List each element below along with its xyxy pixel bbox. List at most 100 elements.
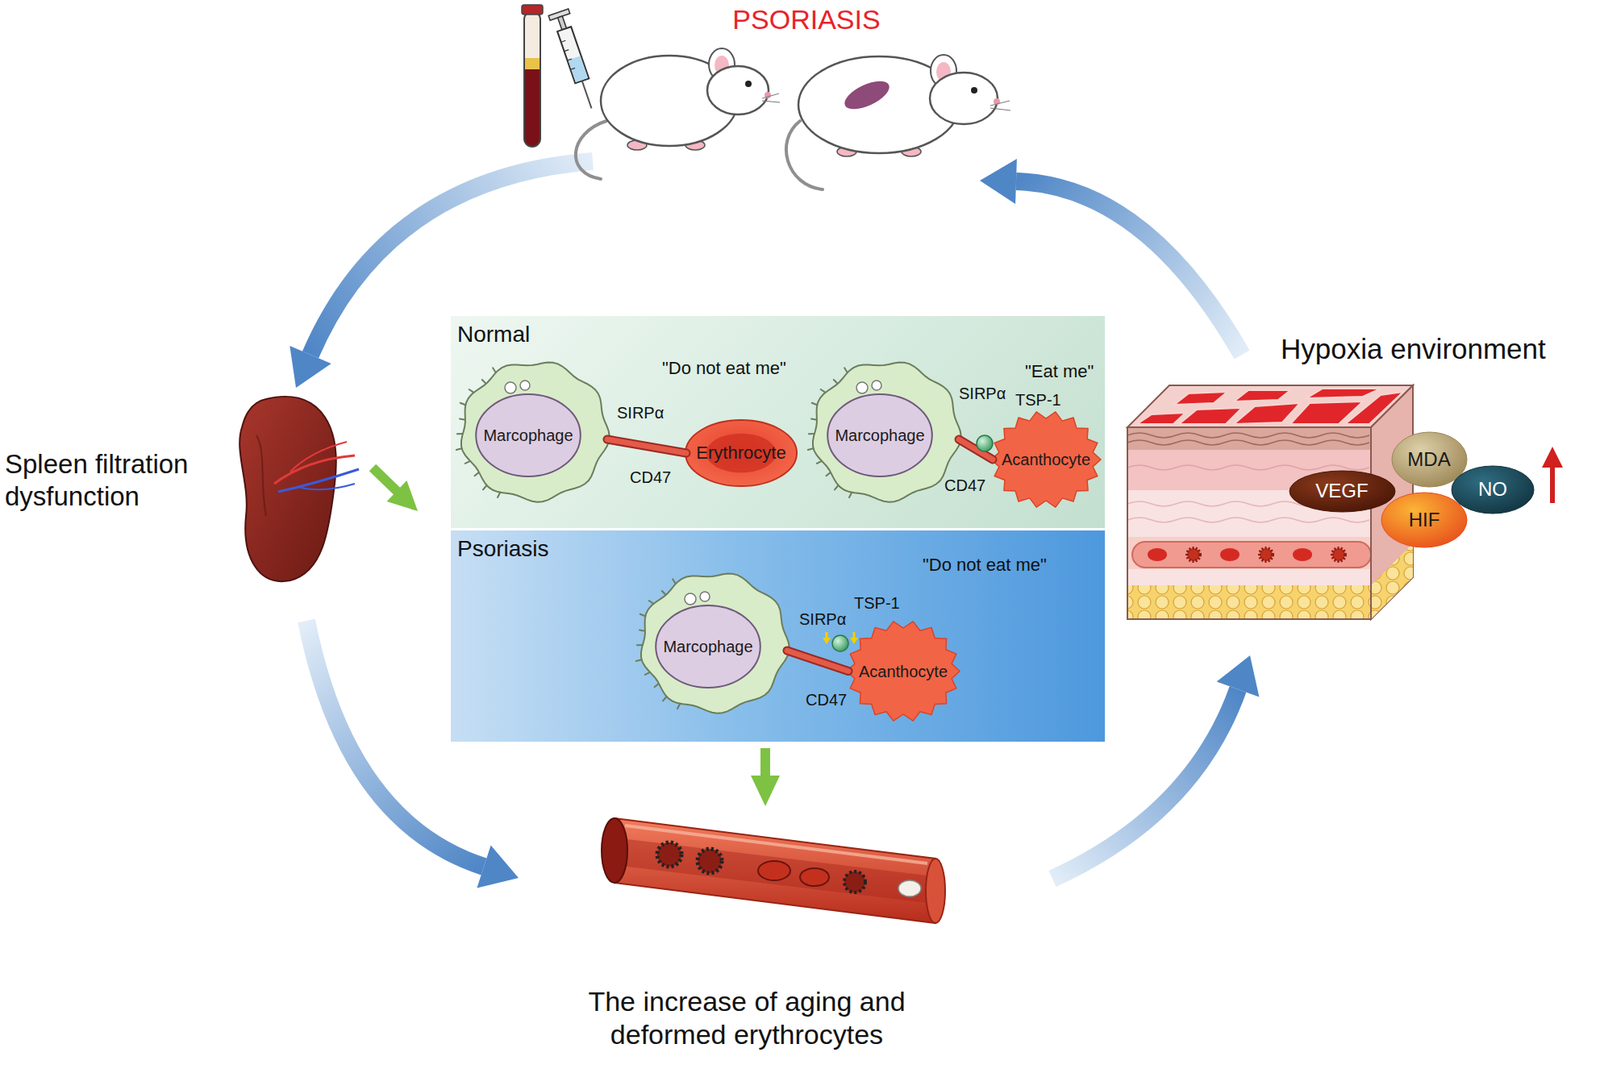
syringe [566, 58, 572, 61]
skin-block [1127, 427, 1371, 620]
label-holder: "Do not eat me" [662, 358, 787, 380]
cell-body [685, 420, 797, 487]
cell-label: Acanthocyte [858, 662, 948, 682]
mouse [707, 66, 769, 115]
receptor-rod [958, 439, 993, 460]
blood-vessel [758, 861, 791, 881]
label-holder: PSORIASIS [732, 3, 880, 37]
syringe [557, 26, 589, 84]
diagram-title: PSORIASIS [732, 3, 880, 37]
pseudopod [460, 403, 467, 406]
blood-vessel [844, 871, 866, 893]
cell-label: HIF [1408, 508, 1441, 533]
spleen [256, 435, 267, 517]
acanthocyte-cell: Acanthocyte [991, 411, 1101, 509]
block-arrow [825, 632, 829, 639]
marker-oval: NO [1450, 465, 1535, 515]
blood-tube [521, 4, 543, 147]
syringe [570, 67, 575, 70]
receptor-name: SIRPα [799, 609, 846, 630]
macrophage-cell: Marcophage [633, 566, 796, 720]
receptor-name: CD47 [629, 467, 671, 488]
pseudopod [654, 683, 660, 688]
receptor-link [787, 650, 849, 672]
skin-block [1127, 385, 1413, 428]
cell-body [641, 574, 790, 714]
skin-cells [1137, 388, 1404, 425]
oval-body [1289, 470, 1396, 513]
mouse [990, 100, 1010, 106]
block-arrow [822, 632, 859, 645]
pseudopod [456, 448, 463, 450]
green-arrow [750, 775, 780, 807]
panel-heading: Normal [457, 320, 530, 349]
block-arrow [822, 637, 831, 645]
skin-cells [1233, 403, 1300, 425]
blood-tube [525, 58, 540, 70]
skin-block [1127, 440, 1370, 446]
skin-block [1127, 537, 1371, 570]
cell-body [461, 362, 610, 503]
normal-panel: NormalMarcophageErythrocyte MarcophageAca… [450, 316, 1105, 529]
skin-block [1147, 548, 1167, 562]
mouse [786, 54, 1011, 190]
syringe [582, 80, 592, 109]
macrophage-cell: Marcophage [454, 354, 616, 509]
panel-heading: Psoriasis [457, 535, 550, 563]
mouse [762, 93, 780, 99]
receptor-name: SIRPα [616, 403, 664, 423]
pseudopod [820, 389, 826, 393]
pseudopod [812, 403, 818, 406]
increase-arrow [1550, 464, 1555, 504]
cell-body [991, 412, 1101, 508]
cell-nucleus [827, 394, 933, 477]
blood-tube [524, 11, 541, 147]
skin-block [1127, 465, 1370, 471]
label-holder: The increase of aging and deformed eryth… [545, 985, 949, 1052]
receptor-name: CD47 [944, 475, 986, 496]
tsp1-ball [976, 435, 993, 452]
spleen [239, 396, 359, 582]
syringe [558, 16, 567, 30]
green-arrow [372, 467, 399, 493]
cell-label: Acanthocyte [1001, 450, 1091, 470]
skin-block [1370, 543, 1413, 620]
cycle-arrow [1216, 655, 1260, 697]
stage-label: Hypoxia environment [1280, 332, 1546, 367]
signal-quote: "Eat me" [1025, 361, 1094, 383]
skin-block [1127, 517, 1370, 523]
cell-label: Marcophage [483, 425, 573, 446]
label-holder: Spleen filtration dysfunction [4, 448, 241, 513]
cell-label: Marcophage [834, 425, 925, 446]
oval-body [1391, 432, 1467, 488]
pseudopod [640, 614, 646, 617]
oval-body [1381, 492, 1467, 548]
pseudopod [469, 389, 475, 393]
blood-vessel [601, 818, 946, 924]
skin-cells [1137, 412, 1186, 425]
pseudopod [475, 472, 480, 476]
receptor-link [607, 439, 687, 454]
receptor-link [958, 439, 993, 460]
acanthocyte-cell: Acanthocyte [846, 620, 960, 722]
label-holder: TSP-1 [1015, 390, 1062, 410]
blood-tube [521, 4, 543, 15]
cell-body [846, 621, 960, 721]
macrophage-cell: Marcophage [805, 354, 967, 509]
cell-body [812, 362, 962, 503]
cell-label: Erythrocyte [695, 442, 786, 464]
label-holder: CD47 [805, 690, 847, 710]
skin-cells [1179, 408, 1242, 425]
receptor-name: CD47 [805, 690, 847, 710]
label-holder: SIRPα [799, 609, 846, 630]
receptor-rod [787, 650, 849, 672]
vesicle [684, 593, 696, 605]
pseudopod [636, 659, 642, 662]
skin-block [1187, 548, 1200, 562]
cell-label: MDA [1407, 448, 1450, 472]
pseudopod [483, 485, 488, 490]
skin-cells [1174, 391, 1228, 405]
pseudopod [492, 367, 496, 373]
